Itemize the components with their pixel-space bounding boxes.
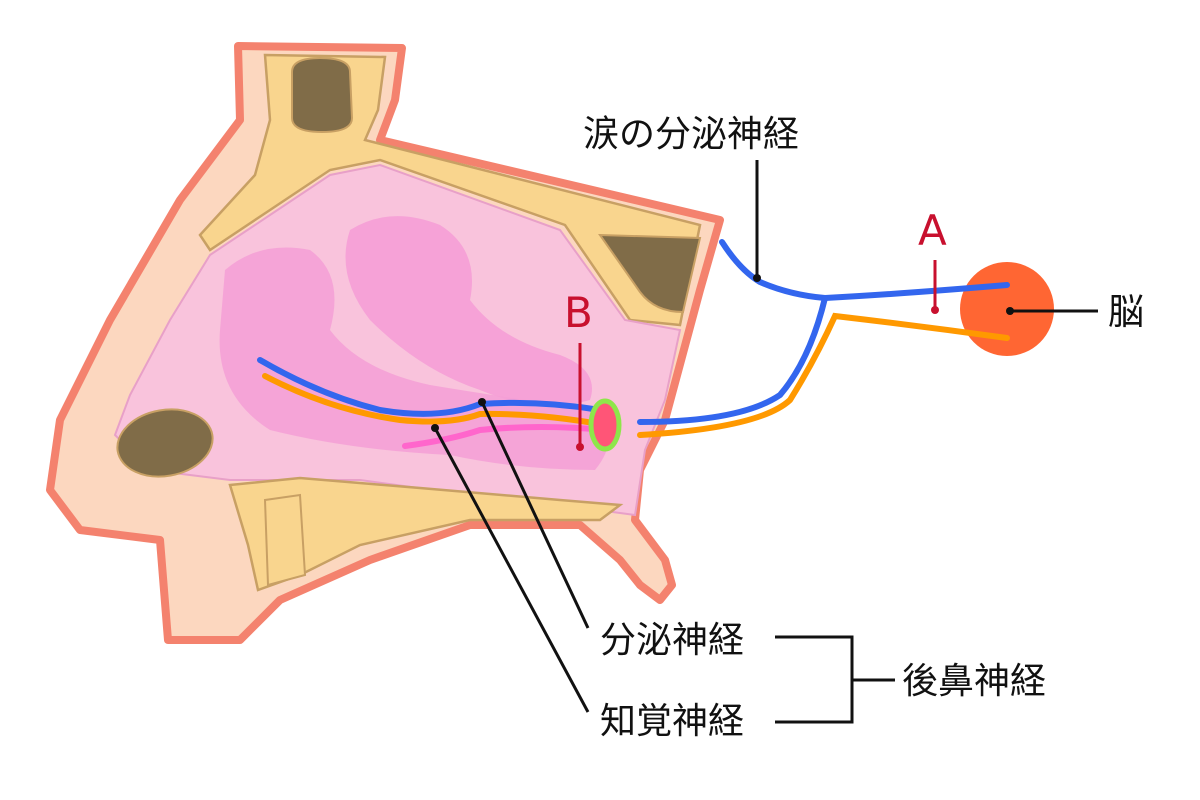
secretory-nerve-in-cavity — [257, 357, 603, 417]
superior-turbinate — [345, 216, 592, 406]
marker-b-label: B — [564, 288, 593, 337]
palate-bone — [228, 476, 624, 592]
nerve-group-bracket — [775, 635, 895, 724]
ganglion-ring — [588, 398, 622, 452]
sensory-nerve-dot — [431, 424, 439, 432]
tear-secretory-nerve-dot — [753, 274, 761, 282]
secretory-nerve-label: 分泌神経 — [600, 620, 744, 661]
marker-a-label: A — [918, 206, 947, 255]
palate-bone-inner — [263, 493, 307, 587]
pink-nerve-branch — [402, 424, 608, 449]
marker-a-dot — [931, 306, 939, 314]
tear-secretory-nerve-label: 涙の分泌神経 — [583, 114, 799, 155]
sensory-nerve-in-cavity — [262, 373, 608, 428]
tear-secretory-nerve-branch — [719, 239, 828, 301]
sphenoid-sinus — [598, 233, 702, 314]
brain-dot — [1006, 307, 1014, 315]
marker-b-dot — [576, 443, 584, 451]
frontal-sinus — [291, 56, 354, 134]
secretory-nerve-descending — [637, 295, 828, 425]
sensory-nerve-leader — [433, 427, 590, 713]
sensory-nerve-trunk — [637, 312, 1010, 438]
secretory-nerve-trunk — [822, 282, 1010, 301]
secretory-nerve-leader — [480, 401, 590, 629]
secretory-nerve-dot — [478, 398, 486, 406]
nostril — [116, 408, 214, 478]
posterior-nasal-nerve-label: 後鼻神経 — [902, 661, 1046, 702]
sensory-nerve-label: 知覚神経 — [600, 701, 744, 742]
brain-label: 脳 — [1108, 292, 1144, 333]
